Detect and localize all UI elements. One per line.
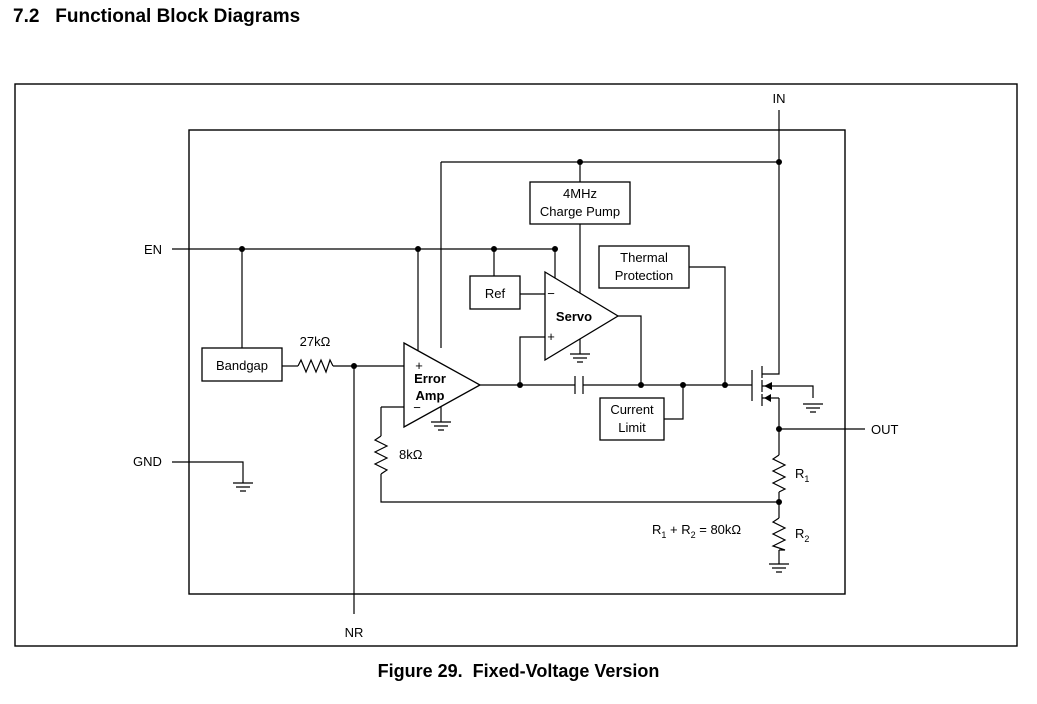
ref-label: Ref: [485, 286, 506, 301]
resistor-27k: [297, 358, 334, 374]
section-heading: 7.2 Functional Block Diagrams: [13, 6, 301, 27]
current-limit-label-1: Current: [610, 402, 654, 417]
error-amp-plus-sign: +: [415, 358, 423, 373]
error-amp-label-2: Amp: [416, 388, 445, 403]
thermal-label-1: Thermal: [620, 250, 668, 265]
servo-label: Servo: [556, 309, 592, 324]
resistor-sum-equation: R1 + R2 = 80kΩ: [652, 522, 741, 540]
ref-block: Ref: [469, 275, 521, 310]
capacitor: [574, 376, 584, 394]
pass-transistor: [751, 366, 772, 406]
resistor-8k: [373, 435, 389, 475]
resistor-r2-label: R2: [795, 526, 809, 544]
pin-en-label: EN: [144, 242, 162, 257]
charge-pump-block: 4MHz Charge Pump: [529, 181, 631, 225]
pin-out-label: OUT: [871, 422, 899, 437]
outer-frame: [14, 83, 1018, 647]
resistor-r1-label: R1: [795, 466, 809, 484]
current-limit-block: Current Limit: [599, 397, 665, 441]
junction-dots: [239, 159, 782, 505]
charge-pump-label-2: Charge Pump: [540, 204, 620, 219]
resistor-r2: [771, 517, 787, 551]
servo-plus-sign: +: [547, 329, 555, 344]
bandgap-block: Bandgap: [201, 347, 283, 382]
chip-boundary: [188, 129, 846, 595]
pin-gnd-label: GND: [133, 454, 162, 469]
current-limit-label-2: Limit: [618, 420, 646, 435]
servo-amplifier: Servo − +: [544, 270, 620, 362]
resistor-8k-label: 8kΩ: [399, 447, 423, 462]
figure-caption: Figure 29. Fixed-Voltage Version: [377, 661, 660, 681]
thermal-label-2: Protection: [615, 268, 674, 283]
bandgap-label: Bandgap: [216, 358, 268, 373]
thermal-protection-block: Thermal Protection: [598, 245, 690, 289]
error-amp-minus-sign: −: [413, 400, 421, 415]
charge-pump-label-1: 4MHz: [563, 186, 597, 201]
pin-in-label: IN: [773, 91, 786, 106]
servo-minus-sign: −: [547, 286, 555, 301]
resistor-27k-label: 27kΩ: [300, 334, 331, 349]
resistor-r1: [771, 454, 787, 493]
error-amplifier: Error Amp + −: [403, 341, 482, 429]
ground-symbol: [233, 353, 823, 573]
error-amp-label-1: Error: [414, 371, 446, 386]
pin-nr-label: NR: [345, 625, 364, 640]
